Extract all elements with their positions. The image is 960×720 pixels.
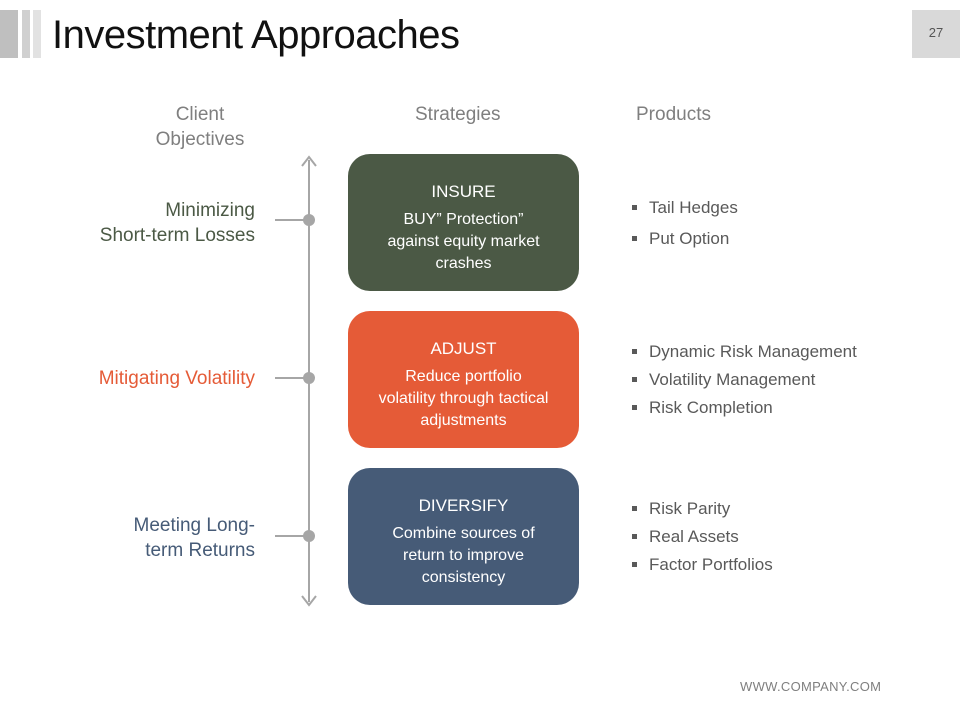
square-bullet-icon <box>632 348 637 354</box>
square-bullet-icon <box>632 235 637 241</box>
product-label: Risk Parity <box>649 499 731 518</box>
products-list-2: Dynamic Risk Management Volatility Manag… <box>630 338 857 422</box>
strategy-card-adjust: ADJUST Reduce portfolio volatility throu… <box>348 311 579 448</box>
connector-dot-1 <box>303 214 315 226</box>
product-label: Put Option <box>649 229 730 248</box>
product-label: Tail Hedges <box>649 198 738 217</box>
square-bullet-icon <box>632 204 637 210</box>
footer-website: WWW.COMPANY.COM <box>740 679 882 694</box>
connector-dot-3 <box>303 530 315 542</box>
strategy-title: ADJUST <box>430 339 497 358</box>
product-label: Dynamic Risk Management <box>649 342 857 361</box>
list-item: Real Assets <box>630 523 773 551</box>
timeline-arrow-down <box>301 595 317 607</box>
strategy-title: INSURE <box>431 182 496 201</box>
header-bar-3 <box>33 10 41 58</box>
objective-2: Mitigating Volatility <box>98 368 255 389</box>
strategy-description: Combine sources of return to improve con… <box>392 525 535 586</box>
product-label: Volatility Management <box>649 370 816 389</box>
square-bullet-icon <box>632 404 637 410</box>
product-label: Factor Portfolios <box>649 555 773 574</box>
strategy-description: Reduce portfolio volatility through tact… <box>378 368 549 429</box>
square-bullet-icon <box>632 376 637 382</box>
product-label: Real Assets <box>649 527 739 546</box>
square-bullet-icon <box>632 505 637 511</box>
products-list-1: Tail Hedges Put Option <box>630 194 738 253</box>
square-bullet-icon <box>632 533 637 539</box>
list-item: Risk Completion <box>630 394 857 422</box>
square-bullet-icon <box>632 561 637 567</box>
list-item: Tail Hedges <box>630 194 738 222</box>
strategy-card-diversify: DIVERSIFY Combine sources of return to i… <box>348 468 579 605</box>
list-item: Risk Parity <box>630 495 773 523</box>
objective-3: Meeting Long- term Returns <box>133 515 255 561</box>
strategy-description: BUY” Protection” against equity market c… <box>387 211 540 272</box>
connector-dot-2 <box>303 372 315 384</box>
page-number: 27 <box>912 10 960 58</box>
header-bar-1 <box>0 10 18 58</box>
header-bar-2 <box>22 10 30 58</box>
list-item: Factor Portfolios <box>630 551 773 579</box>
column-header-objectives: Client Objectives <box>155 104 245 150</box>
list-item: Put Option <box>630 225 738 253</box>
objective-1: Minimizing Short-term Losses <box>99 200 255 246</box>
timeline-arrow-up <box>301 155 317 167</box>
column-header-strategies: Strategies <box>415 104 501 125</box>
list-item: Dynamic Risk Management <box>630 338 857 366</box>
page-title: Investment Approaches <box>52 13 460 57</box>
column-header-products: Products <box>636 104 711 125</box>
products-list-3: Risk Parity Real Assets Factor Portfolio… <box>630 495 773 579</box>
list-item: Volatility Management <box>630 366 857 394</box>
strategy-title: DIVERSIFY <box>418 496 509 515</box>
strategy-card-insure: INSURE BUY” Protection” against equity m… <box>348 154 579 291</box>
product-label: Risk Completion <box>649 398 773 417</box>
